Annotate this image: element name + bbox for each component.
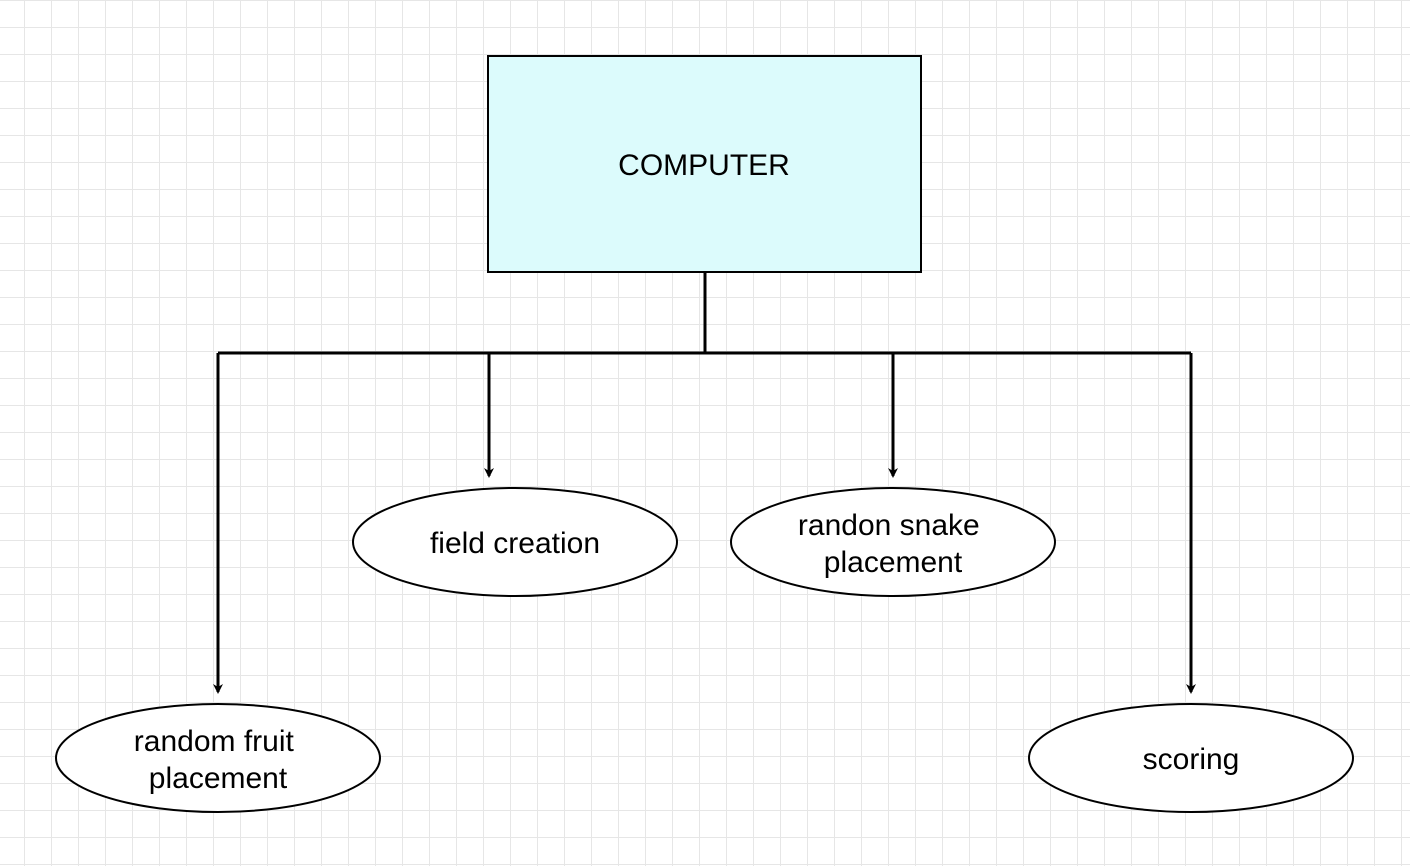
root-node-computer[interactable]: COMPUTER	[487, 55, 922, 273]
node-random-fruit-placement-line-1: random fruit	[134, 725, 295, 758]
node-randon-snake-placement-line-2: placement	[824, 546, 963, 579]
node-random-fruit-placement-label: random fruit placement	[134, 725, 302, 795]
node-random-fruit-placement[interactable]: random fruit placement	[55, 703, 381, 813]
node-field-creation-ellipse	[352, 487, 678, 597]
node-randon-snake-placement-ellipse	[730, 487, 1056, 597]
node-scoring[interactable]: scoring	[1028, 703, 1354, 813]
root-box	[487, 55, 922, 273]
node-random-fruit-placement-line-2: placement	[149, 762, 288, 795]
node-field-creation-label: field creation	[430, 527, 600, 560]
node-randon-snake-placement-line-1: randon snake	[798, 509, 980, 542]
node-scoring-line-1: scoring	[1143, 743, 1240, 776]
node-field-creation-line-1: field creation	[430, 527, 600, 560]
node-scoring-ellipse	[1028, 703, 1354, 813]
node-random-fruit-placement-ellipse	[55, 703, 381, 813]
node-randon-snake-placement-label: randon snake placement	[798, 509, 988, 579]
node-scoring-label: scoring	[1143, 743, 1240, 776]
root-label: COMPUTER	[618, 149, 790, 182]
node-randon-snake-placement[interactable]: randon snake placement	[730, 487, 1056, 597]
connectors	[213, 272, 1196, 694]
node-field-creation[interactable]: field creation	[352, 487, 678, 597]
